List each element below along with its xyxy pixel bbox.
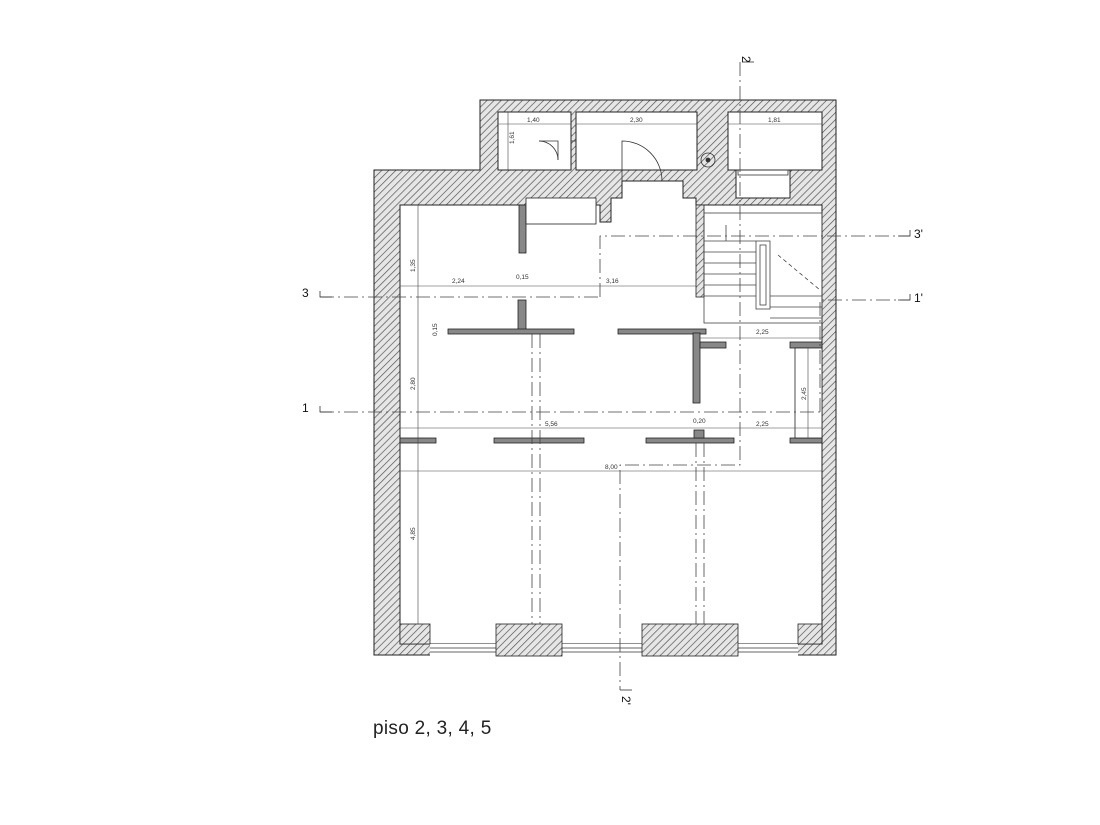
- exterior-walls: [373, 99, 837, 656]
- dim-room-right-width: 3,16: [606, 278, 619, 285]
- dim-wall-thickness-b: 0,15: [432, 323, 439, 336]
- dim-annex-2-width: 2,30: [630, 117, 643, 124]
- dimension-lines: [400, 112, 822, 624]
- dim-total-width: 8,00: [605, 464, 618, 471]
- dim-middle-depth: 2,80: [410, 377, 417, 390]
- staircase: [703, 212, 823, 324]
- section-end-ticks: [319, 61, 911, 691]
- section-label-3: 3: [302, 286, 309, 300]
- floor-caption: piso 2, 3, 4, 5: [373, 718, 492, 739]
- section-label-2-prime: 2': [619, 696, 633, 705]
- dim-bottom-depth: 4,85: [410, 527, 417, 540]
- dimension-texts: 1,40 1,61 2,30 1,81 2,24 0,15 3,16 1,35 …: [410, 117, 808, 540]
- dim-middle-width: 5,56: [545, 421, 558, 428]
- dim-hall-width-upper: 2,25: [756, 329, 769, 336]
- bottom-windows: [399, 623, 823, 657]
- dim-annex-1-height: 1,61: [509, 131, 516, 144]
- section-label-2: 2: [739, 56, 753, 63]
- dim-wall-thickness-a: 0,15: [516, 274, 529, 281]
- dim-hall-width-lower: 2,25: [756, 421, 769, 428]
- dim-annex-1-width: 1,40: [527, 117, 540, 124]
- section-label-1: 1: [302, 401, 309, 415]
- interior-partitions: [399, 197, 823, 444]
- annex-details: [538, 140, 789, 182]
- dim-room-left-width: 2,24: [452, 278, 465, 285]
- dim-top-room-depth: 1,35: [410, 259, 417, 272]
- dim-hall-depth: 2,45: [801, 387, 808, 400]
- section-labels: 3 1 3' 1' 2 2': [302, 56, 923, 705]
- dim-annex-3-width: 1,81: [768, 117, 781, 124]
- section-label-1-prime: 1': [914, 291, 923, 305]
- section-lines: [320, 62, 910, 690]
- section-label-3-prime: 3': [914, 227, 923, 241]
- dim-wall-thickness-c: 0,20: [693, 418, 706, 425]
